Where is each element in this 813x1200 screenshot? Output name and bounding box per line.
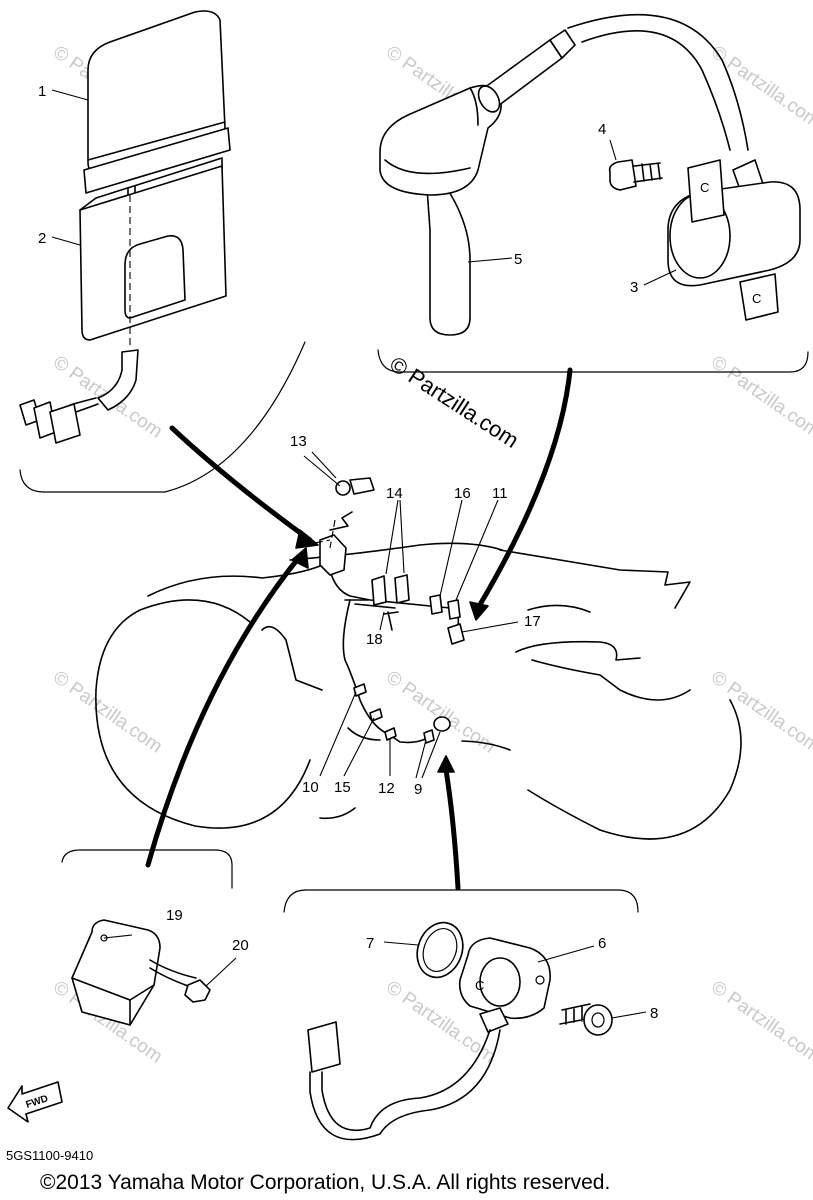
switch-mark: C (475, 978, 484, 993)
callout-13: 13 (290, 433, 307, 450)
coil-terminal-mark: C (752, 291, 761, 306)
watermark: © Partzilla.com (49, 667, 166, 758)
coil-mounting-bolt (608, 159, 663, 191)
callout-19: 19 (166, 907, 183, 924)
ignition-lead-wire (549, 13, 766, 199)
cdi-wire-harness (19, 349, 139, 444)
callout-14: 14 (386, 485, 403, 502)
watermark-main: © Partzilla.com (385, 351, 523, 453)
callout-labels: 1 2 3 4 5 6 7 8 9 10 11 12 13 14 15 16 1… (38, 83, 658, 1022)
spark-plug-cap (379, 39, 563, 336)
callout-12: 12 (378, 780, 395, 797)
watermark: © Partzilla.com (382, 667, 499, 758)
copyright-notice: ©2013 Yamaha Motor Corporation, U.S.A. A… (40, 1171, 610, 1194)
group-bracket (377, 349, 809, 373)
callout-3: 3 (630, 279, 638, 296)
o-ring (416, 921, 464, 979)
neutral-switch: C (458, 937, 551, 1033)
callout-8: 8 (650, 1005, 658, 1022)
group-bracket (283, 889, 639, 913)
callout-2: 2 (38, 230, 46, 247)
callout-6: 6 (598, 935, 606, 952)
watermark: © Partzilla.com (707, 352, 813, 443)
callout-5: 5 (514, 251, 522, 268)
forward-direction-arrow: FWD (7, 1081, 63, 1123)
callout-7: 7 (366, 935, 374, 952)
callout-1: 1 (38, 83, 46, 100)
callout-9: 9 (414, 781, 422, 798)
cdi-unit (79, 157, 227, 345)
neutral-switch-screw (559, 1003, 613, 1036)
group-bracket (19, 341, 306, 493)
neutral-switch-lead (307, 1021, 501, 1141)
coil-terminal-mark: C (700, 180, 709, 195)
watermark: © Partzilla.com (707, 42, 813, 133)
callout-17: 17 (524, 613, 541, 630)
cdi-unit-cap (83, 10, 231, 207)
callout-16: 16 (454, 485, 471, 502)
regulator-mounting-bolt (184, 979, 211, 1003)
callout-4: 4 (598, 121, 606, 138)
group-bracket (61, 849, 233, 889)
watermark: © Partzilla.com (707, 977, 813, 1068)
ignition-coil: C C (667, 159, 801, 321)
callout-11: 11 (492, 485, 508, 502)
callout-10: 10 (302, 779, 319, 796)
watermark: © Partzilla.com (707, 667, 813, 758)
callout-15: 15 (334, 779, 351, 796)
main-wire-harness (319, 477, 465, 744)
leader-lines (51, 89, 677, 1019)
callout-18: 18 (366, 631, 383, 648)
diagram-code: 5GS1100-9410 (6, 1148, 93, 1163)
callout-20: 20 (232, 937, 249, 954)
pointer-arrows (145, 367, 573, 891)
voltage-regulator (71, 919, 197, 1026)
